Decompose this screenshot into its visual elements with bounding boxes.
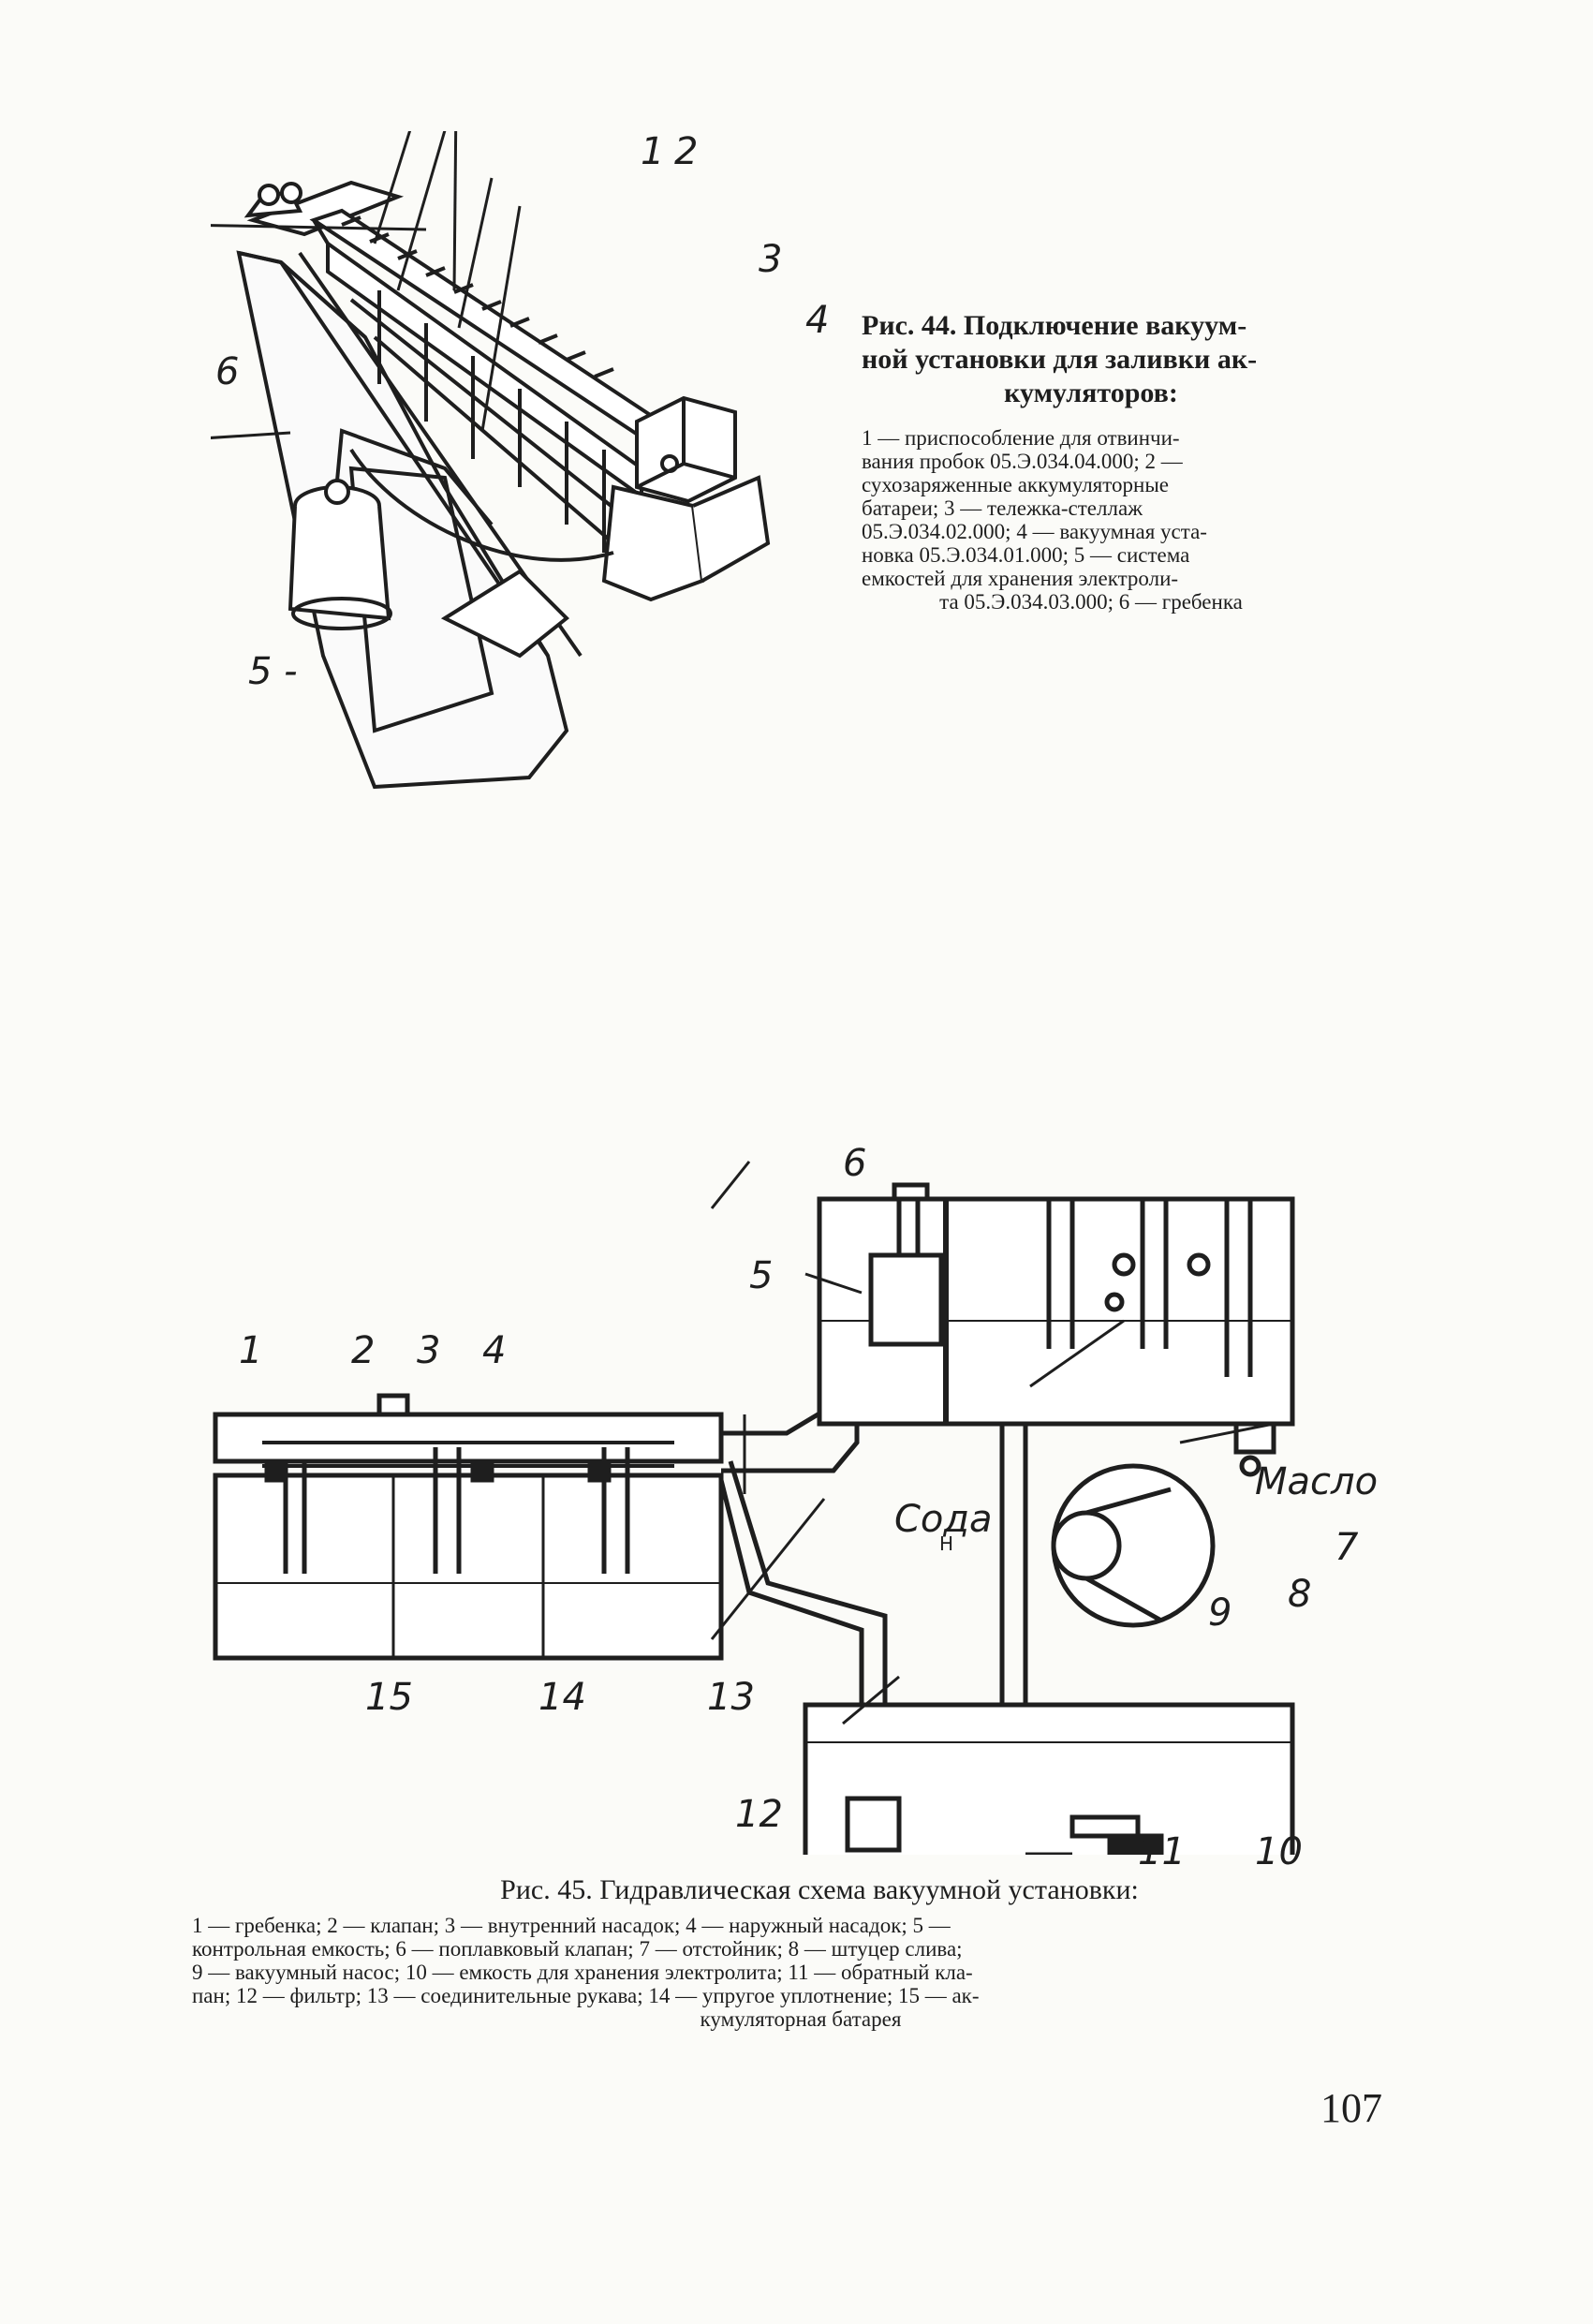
fig44-title-line3: кумуляторов: [1004, 377, 1178, 408]
fig45-label-15: 15 [365, 1676, 413, 1719]
fig44-label-4: 4 [805, 299, 829, 342]
fig45-label-9: 9 [1208, 1591, 1232, 1635]
fig45-label-oil: Масло [1255, 1460, 1378, 1503]
fig45-diagram [213, 1161, 1295, 1855]
fig45-label-4: 4 [482, 1329, 506, 1372]
fig44-label-3: 3 [759, 238, 782, 281]
fig45-label-5: 5 [749, 1254, 773, 1297]
fig44-legend-line: вания пробок 05.Э.034.04.000; 2 — [862, 450, 1183, 473]
fig45-label-8: 8 [1288, 1573, 1311, 1616]
fig45-legend: 1 — гребенка; 2 — клапан; 3 — внутренний… [192, 1914, 1409, 2031]
fig44-legend-line: новка 05.Э.034.01.000; 5 — система [862, 543, 1190, 567]
fig45-legend-line: кумуляторная батарея [700, 2007, 902, 2031]
fig44-legend-line: 05.Э.034.02.000; 4 — вакуумная уста- [862, 520, 1207, 543]
fig45-label-7: 7 [1335, 1526, 1359, 1569]
fig44-legend-line: та 05.Э.034.03.000; 6 — гребенка [939, 590, 1243, 614]
fig45-label-13: 13 [707, 1676, 755, 1719]
fig44-legend-line: батареи; 3 — тележка-стеллаж [862, 496, 1143, 520]
fig44-label-1: 1 [641, 130, 664, 173]
fig45-label-14: 14 [538, 1676, 586, 1719]
fig44-legend-line: 1 — приспособление для отвинчи- [862, 426, 1180, 450]
fig45-label-11: 11 [1138, 1830, 1186, 1869]
fig45-caption-title: Рис. 45. Гидравлическая схема вакуумной … [500, 1874, 1139, 1905]
fig44-labels: 1 2 3 4 6 5 - [215, 130, 829, 693]
fig45-label-2: 2 [351, 1329, 375, 1372]
fig44-legend-line: емкостей для хранения электроли- [862, 567, 1179, 590]
fig44-drawing [211, 131, 771, 790]
fig44-legend-line: сухозаряженные аккумуляторные [862, 473, 1169, 496]
fig45-label-1: 1 [239, 1329, 262, 1372]
page-number: 107 [1320, 2085, 1382, 2131]
fig44-legend: 1 — приспособление для отвинчи- вания пр… [862, 426, 1320, 614]
fig44-label-5: 5 - [248, 650, 298, 693]
fig45-labels: 1 2 3 4 5 6 Масло Сода 7 8 9 13 14 15 12… [239, 1142, 1378, 1869]
fig44-title-line2: ной установки для заливки ак- [862, 344, 1258, 375]
fig45-legend-line: контрольная емкость; 6 — поплавковый кла… [192, 1937, 963, 1961]
fig45-label-12: 12 [735, 1793, 783, 1836]
fig45-legend-line: пан; 12 — фильтр; 13 — соединительные ру… [192, 1984, 980, 2007]
fig44-label-6: 6 [215, 350, 239, 393]
fig44-label-2: 2 [674, 130, 698, 173]
fig45-label-10: 10 [1255, 1830, 1303, 1869]
fig45-label-soda: Сода [894, 1498, 993, 1541]
fig45-label-6: 6 [843, 1142, 866, 1185]
fig45-legend-line: 9 — вакуумный насос; 10 — емкость для хр… [192, 1961, 973, 1984]
fig45-label-h: H [939, 1532, 953, 1555]
fig45-legend-line: 1 — гребенка; 2 — клапан; 3 — внутренний… [192, 1914, 951, 1937]
fig45-label-3: 3 [417, 1329, 440, 1372]
fig44-caption-title: Рис. 44. Подключение вакуум- ной установ… [862, 309, 1320, 410]
fig44-title-line1: Рис. 44. Подключение вакуум- [862, 310, 1247, 341]
